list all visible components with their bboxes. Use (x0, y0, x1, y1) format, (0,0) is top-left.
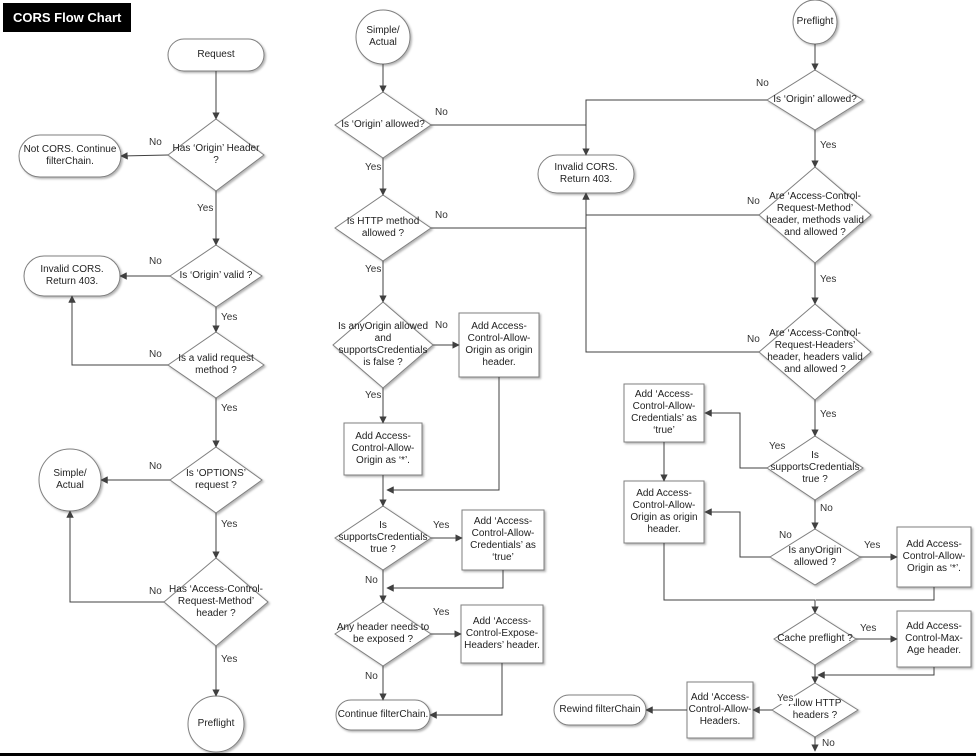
chart-title: CORS Flow Chart (3, 3, 132, 32)
connector-lines (66, 44, 935, 752)
bottom-border (0, 753, 976, 756)
node-shapes (18, 0, 972, 753)
